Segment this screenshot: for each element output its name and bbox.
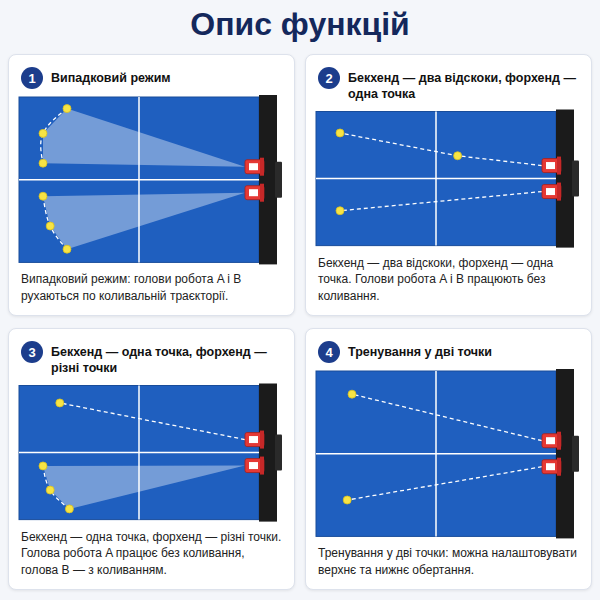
oscillation-fan <box>43 193 245 249</box>
table-surface <box>19 386 259 520</box>
robot-head <box>542 432 561 450</box>
ball-trajectory <box>340 133 542 166</box>
robot-head <box>245 457 264 475</box>
number-badge: 1 <box>21 67 43 89</box>
robot-frame <box>556 110 574 248</box>
mode-panel: Тренування у дві точкиТренування у дві т… <box>305 328 592 590</box>
robot-frame <box>556 369 574 538</box>
robot-frame <box>275 435 282 471</box>
page-title: Опис функцій <box>0 6 600 43</box>
ball <box>63 105 71 113</box>
ball <box>65 505 73 513</box>
net-line <box>138 97 140 262</box>
ball <box>39 462 47 470</box>
robot-frame <box>572 161 579 197</box>
oscillation-fan <box>43 109 245 167</box>
ball <box>39 159 47 167</box>
ball <box>56 399 64 407</box>
ball <box>336 129 344 137</box>
table-surface <box>19 97 259 262</box>
table-surface <box>316 112 556 246</box>
ball <box>348 390 356 398</box>
ball-trajectory <box>352 394 542 441</box>
callout-number: 4 <box>325 345 332 360</box>
panel-description: Бекхенд — одна точка, форхенд — різні то… <box>21 529 283 579</box>
ball <box>46 486 54 494</box>
robot-head <box>245 431 264 449</box>
ball-trajectory <box>60 403 245 440</box>
mode-panel: Бекхенд — одна точка, форхенд — різні то… <box>8 328 295 590</box>
ball-trajectory <box>347 467 542 500</box>
ball <box>343 496 351 504</box>
robot-head <box>542 183 561 201</box>
table-surface <box>316 371 556 536</box>
ball-trajectory <box>340 192 542 211</box>
callout-number: 2 <box>325 71 332 86</box>
net-line <box>138 386 140 520</box>
callout-number: 3 <box>28 345 35 360</box>
robot-head <box>542 157 561 175</box>
robot-frame <box>275 162 282 198</box>
robot-frame <box>572 436 579 472</box>
number-badge: 2 <box>318 67 340 89</box>
ball <box>39 192 47 200</box>
robot-head <box>542 458 561 476</box>
callout-number: 1 <box>28 71 35 86</box>
ball <box>39 129 47 137</box>
panel-description: Тренування у дві точки: можна налаштовув… <box>318 545 580 579</box>
panel-heading: Бекхенд — одна точка, форхенд — різні то… <box>51 344 285 377</box>
net-line <box>435 371 437 536</box>
mode-panel: Бекхенд — два відскоки, форхенд — одна т… <box>305 54 592 316</box>
net-line <box>435 112 437 246</box>
robot-head <box>245 184 264 202</box>
panel-heading: Бекхенд — два відскоки, форхенд — одна т… <box>348 70 582 103</box>
robot-head <box>245 158 264 176</box>
panel-heading: Тренування у дві точки <box>348 344 582 360</box>
ball <box>454 152 462 160</box>
ball-trajectory <box>43 196 67 249</box>
number-badge: 3 <box>21 341 43 363</box>
robot-frame <box>259 384 277 522</box>
panel-description: Випадковий режим: голови робота A і B ру… <box>21 271 283 305</box>
ball <box>336 207 344 215</box>
panel-description: Бекхенд — два відскоки, форхенд — одна т… <box>318 255 580 305</box>
oscillation-fan <box>43 466 245 509</box>
mode-panel: Випадковий режимВипадковий режим: голови… <box>8 54 295 316</box>
ball <box>46 222 54 230</box>
number-badge: 4 <box>318 341 340 363</box>
ball <box>63 245 71 253</box>
robot-frame <box>259 95 277 264</box>
ball-trajectory <box>43 466 69 509</box>
panel-heading: Випадковий режим <box>51 70 285 86</box>
